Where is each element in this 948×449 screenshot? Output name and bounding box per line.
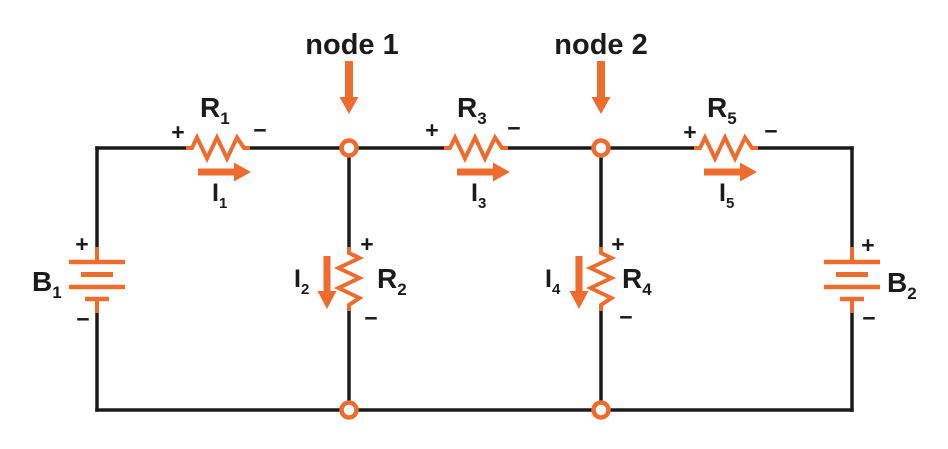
battery-b2-symbol [824,247,880,313]
resistor-r3-symbol [444,132,508,164]
polarity-markers: + − + − + − + − + − + − + − [75,115,875,332]
resistor-r1-minus: − [253,117,266,143]
resistor-r2-minus: − [364,305,377,331]
node2-arrow-icon [591,97,611,114]
bottom-node2-ring [591,400,611,420]
current-i1-arrow-icon [234,162,251,182]
bottom-node1-ring [339,400,359,420]
battery-b1-symbol [69,247,125,313]
battery-b2-label: B2 [887,267,917,303]
resistor-r1-plus: + [171,119,184,145]
resistor-r4-label: R4 [622,263,652,299]
node1-ring [339,138,359,158]
current-i1-label: I1 [212,179,227,212]
resistor-r1-symbol [186,132,250,164]
resistor-r4-plus: + [611,231,624,257]
resistor-r3-minus: − [507,115,520,141]
resistor-symbols [186,132,758,311]
wires [95,146,854,412]
resistor-r3-label: R3 [457,92,487,128]
current-i3-label: I3 [471,179,486,212]
current-i4-arrow-icon [569,291,589,309]
current-i5-label: I5 [719,179,734,212]
node1-arrow-icon [339,97,359,114]
current-arrows [198,162,757,309]
current-i4-label: I4 [545,265,561,298]
resistor-r5-minus: − [764,118,777,144]
resistor-r2-plus: + [360,231,373,257]
node1-label: node 1 [305,29,398,61]
resistor-r4-symbol [585,247,617,311]
current-i2-label: I2 [294,265,309,298]
node-pointer-arrows [339,61,611,114]
resistor-r2-label: R2 [377,263,407,299]
battery-b2-minus: − [862,305,875,331]
current-i2-arrow-icon [317,291,337,309]
battery-b2-plus: + [861,232,874,258]
resistor-r5-label: R5 [707,92,737,128]
current-i5-arrow-icon [740,162,757,182]
node2-ring [591,138,611,158]
node2-label: node 2 [554,29,647,61]
resistor-r5-plus: + [683,119,696,145]
resistor-r1-label: R1 [200,92,230,128]
node-junctions [339,138,611,420]
battery-b1-plus: + [75,231,88,257]
resistor-r3-plus: + [425,117,438,143]
resistor-r5-symbol [694,132,758,164]
current-i3-arrow-icon [493,162,510,182]
resistor-r4-minus: − [619,304,632,330]
battery-b1-label: B1 [32,266,62,302]
resistor-r2-symbol [333,247,365,311]
battery-b1-minus: − [76,306,89,332]
